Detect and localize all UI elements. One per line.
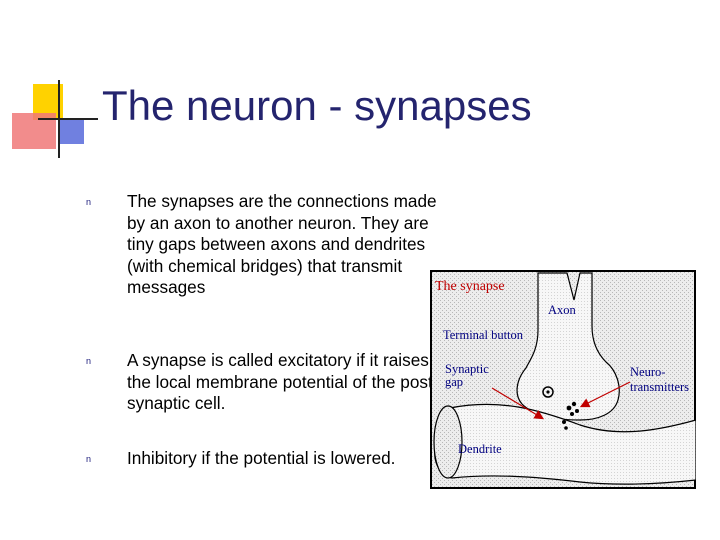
horizontal-line — [38, 118, 98, 120]
bullet-text: Inhibitory if the potential is lowered. — [127, 448, 396, 468]
slide-title: The neuron - synapses — [102, 82, 532, 129]
bullet-marker: n — [86, 197, 92, 207]
bullet-marker: n — [86, 454, 92, 464]
neurotransmitter-dot — [566, 405, 572, 411]
neurotransmitter-dot — [570, 412, 574, 416]
synaptic-gap-arrow — [491, 387, 545, 420]
synaptic-gap-label: gap — [445, 375, 463, 389]
neurotransmitter-dot — [562, 420, 566, 424]
terminal-button-label: Terminal button — [443, 328, 524, 342]
vesicle — [542, 386, 554, 398]
synaptic-gap-label: Synaptic — [445, 362, 489, 376]
neurotransmitter-dot — [571, 401, 577, 407]
neurotransmitter-dot — [575, 409, 579, 413]
dendrite-end — [433, 405, 463, 479]
neurotransmitters-label: Neuro- — [630, 365, 665, 379]
synapse-diagram: The synapse Axon Terminal button Synapti… — [430, 270, 696, 489]
vesicle-core — [546, 390, 550, 394]
figure-title: The synapse — [435, 279, 505, 294]
corner-decoration — [0, 0, 110, 170]
bullet-marker: n — [86, 356, 92, 366]
bullet-text: A synapse is called excitatory if it rai… — [127, 350, 433, 414]
neurotransmitters-label: transmitters — [630, 380, 689, 394]
dendrite-label: Dendrite — [458, 442, 502, 456]
neurotransmitter-arrow — [579, 381, 631, 408]
axon-label: Axon — [548, 303, 577, 317]
axon-terminal-shape — [516, 272, 620, 421]
bullet-text: The synapses are the connections made by… — [127, 191, 437, 298]
neurotransmitter-dot — [564, 426, 568, 430]
blue-square — [60, 120, 84, 144]
